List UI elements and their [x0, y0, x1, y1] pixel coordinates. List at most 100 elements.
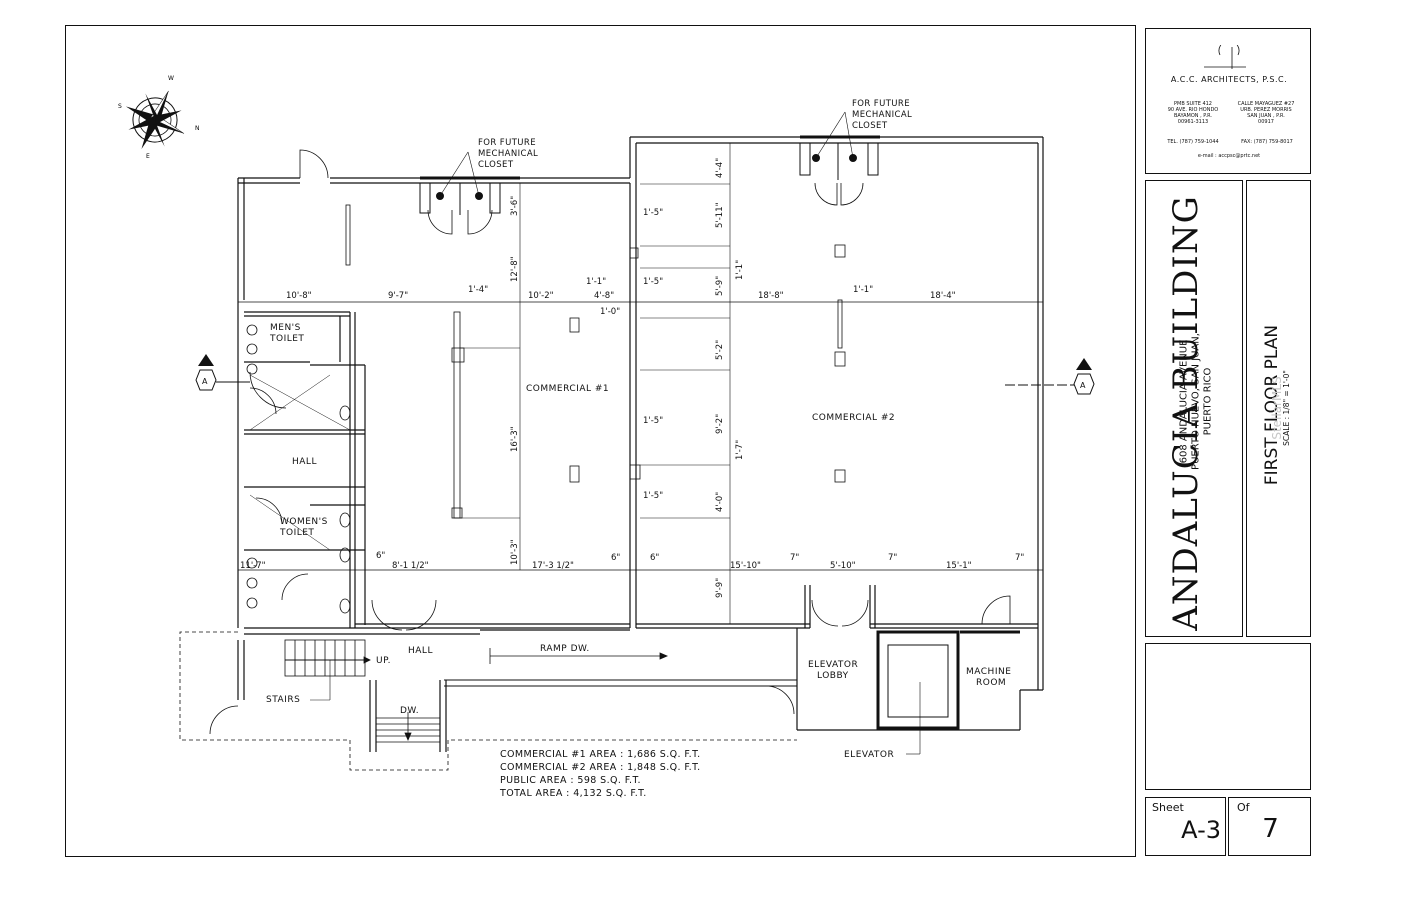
room-mens-toilet-1: MEN'S [270, 323, 301, 333]
label-up: UP. [376, 656, 391, 666]
dim-bottom-2: 8'-1 1/2" [392, 561, 429, 571]
compass-w: N [195, 125, 200, 132]
firm-logo [1204, 45, 1246, 69]
dim-vert-9: 4'-0" [715, 492, 725, 512]
dim-bottom-4: 6" [611, 553, 620, 563]
area-commercial-2: COMMERCIAL #2 AREA : 1,848 S.Q. F.T. [500, 762, 701, 773]
dim-vert-2: 16'-3" [510, 426, 520, 452]
of-label: Of [1237, 801, 1250, 814]
revisions-block [1145, 643, 1311, 790]
stairs-graphic [284, 639, 371, 677]
area-commercial-1: COMMERCIAL #1 AREA : 1,686 S.Q. F.T. [500, 749, 701, 760]
drawing-frame [65, 25, 1136, 857]
dim-top-7: 18'-8" [758, 291, 784, 301]
dim-bottom-5: 6" [650, 553, 659, 563]
dim-small-2: 1'-5" [643, 416, 663, 426]
room-elevator-lobby-1: ELEVATOR [808, 660, 858, 670]
note-closet-left-2: MECHANICAL [478, 149, 538, 159]
plan-title-block: FIRST FLOOR PLAN SCALE : 1/8" = 1'-0" St… [1246, 180, 1311, 637]
note-closet-right-2: MECHANICAL [852, 110, 912, 120]
dim-bottom-3: 17'-3 1/2" [532, 561, 574, 571]
dim-top-3: 10'-2" [528, 291, 554, 301]
compass-rose [125, 90, 185, 150]
firm-email: e-mail : accpsc@prtc.net [1197, 153, 1261, 159]
label-elevator: ELEVATOR [844, 750, 894, 760]
label-ramp: RAMP DW. [540, 644, 590, 654]
note-closet-left-1: FOR FUTURE [478, 138, 536, 148]
sheet-total-block: Of 7 [1228, 797, 1311, 856]
dim-vert-7: 5'-2" [715, 340, 725, 360]
stairs-dw-graphic [376, 712, 440, 743]
columns [345, 204, 846, 519]
dim-bottom-8: 5'-10" [830, 561, 856, 571]
toilet-fixtures [246, 324, 351, 614]
firm-name: A.C.C. ARCHITECTS, P.S.C. [1170, 75, 1288, 84]
building-title-block: ANDALUCIA BUILDING 608 ANDALUCIA AVENUE … [1145, 180, 1243, 637]
label-stairs: STAIRS [266, 695, 300, 705]
firm-logo-block: A.C.C. ARCHITECTS, P.S.C. PMB SUITE 412 … [1145, 28, 1311, 174]
ramp-graphic [489, 648, 669, 664]
dim-vert-8: 9'-2" [715, 414, 725, 434]
dim-small-0: 1'-5" [643, 208, 663, 218]
section-marker-right [1005, 358, 1095, 395]
area-public: PUBLIC AREA : 598 S.Q. F.T. [500, 775, 641, 786]
dim-bottom-11: 7" [1015, 553, 1024, 563]
dim-bottom-10: 15'-1" [946, 561, 972, 571]
dim-vert-3: 10'-3" [510, 539, 520, 565]
room-machine-2: ROOM [976, 678, 1006, 688]
dim-top-6: 1'-0" [600, 307, 620, 317]
dim-top-0: 10'-8" [286, 291, 312, 301]
room-commercial-1: COMMERCIAL #1 [526, 384, 609, 394]
sheet-number: A-3 [1181, 816, 1221, 844]
dim-vert-11: 1'-1" [735, 260, 745, 280]
doors [209, 149, 1011, 735]
dim-top-4: 1'-1" [586, 277, 606, 287]
note-closet-right-3: CLOSET [852, 121, 888, 131]
dim-bottom-1: 6" [376, 551, 385, 561]
room-womens-toilet-2: TOILET [279, 528, 314, 538]
exterior-outline [179, 631, 797, 771]
mechanical-closets [419, 111, 879, 215]
dim-small-1: 1'-5" [643, 277, 663, 287]
room-commercial-2: COMMERCIAL #2 [812, 413, 895, 423]
watermark: StellarMLS [1270, 376, 1284, 440]
dim-top-8: 1'-1" [853, 285, 873, 295]
dim-vert-5: 5'-11" [715, 202, 725, 228]
label-dw: DW. [400, 706, 419, 716]
dim-small-3: 1'-5" [643, 491, 663, 501]
compass-s: S [118, 103, 122, 110]
dim-vert-12: 1'-7" [735, 440, 745, 460]
compass-n: W [168, 75, 174, 82]
dim-top-9: 18'-4" [930, 291, 956, 301]
compass-e: E [146, 153, 150, 160]
dim-bottom-9: 7" [888, 553, 897, 563]
address-left: PMB SUITE 412 90 AVE. RIO HONDO BAYAMON … [1167, 101, 1219, 125]
dim-top-5: 4'-8" [594, 291, 614, 301]
building-address-3: PUERTO RICO [1202, 367, 1214, 436]
dim-top-2: 1'-4" [468, 285, 488, 295]
firm-fax: FAX: (787) 759-8017 [1241, 139, 1293, 145]
note-closet-left-3: CLOSET [478, 160, 514, 170]
sheet-number-block: Sheet A-3 [1145, 797, 1226, 856]
firm-tel: TEL. (787) 759-1044 [1167, 139, 1219, 145]
dim-bottom-6: 15'-10" [730, 561, 761, 571]
room-mens-toilet-2: TOILET [269, 334, 304, 344]
dim-bottom-0: 11'-7" [240, 561, 266, 571]
dim-vert-1: 12'-8" [510, 256, 520, 282]
dim-vert-0: 3'-6" [510, 196, 520, 216]
section-marker-right-label: A [1080, 381, 1086, 390]
dimension-lines [460, 143, 731, 624]
dim-vert-6: 5'-9" [715, 276, 725, 296]
note-closet-right-1: FOR FUTURE [852, 99, 910, 109]
dim-top-1: 9'-7" [388, 291, 408, 301]
dim-vert-4: 4'-4" [715, 158, 725, 178]
dim-bottom-7: 7" [790, 553, 799, 563]
walls [237, 135, 1044, 752]
room-hall-upper: HALL [292, 457, 317, 467]
area-total: TOTAL AREA : 4,132 S.Q. F.T. [499, 788, 647, 799]
room-elevator-lobby-2: LOBBY [817, 671, 849, 681]
section-marker-left [195, 354, 250, 391]
room-womens-toilet-1: WOMEN'S [280, 517, 328, 527]
room-machine-1: MACHINE [966, 667, 1011, 677]
